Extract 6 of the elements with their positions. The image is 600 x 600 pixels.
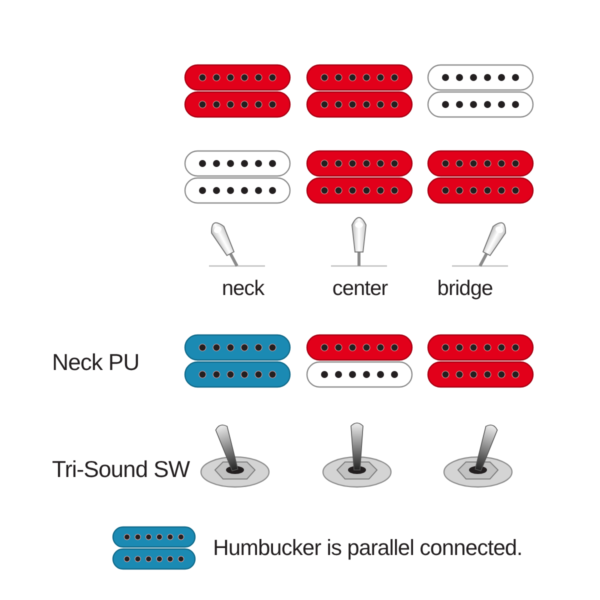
legend-text: Humbucker is parallel connected.: [213, 535, 522, 561]
row-label: Tri-Sound SW: [52, 456, 190, 484]
position-label: center: [332, 277, 388, 302]
position-label: bridge: [437, 277, 493, 302]
row-label: Neck PU: [52, 349, 140, 376]
position-label: neck: [222, 277, 264, 302]
